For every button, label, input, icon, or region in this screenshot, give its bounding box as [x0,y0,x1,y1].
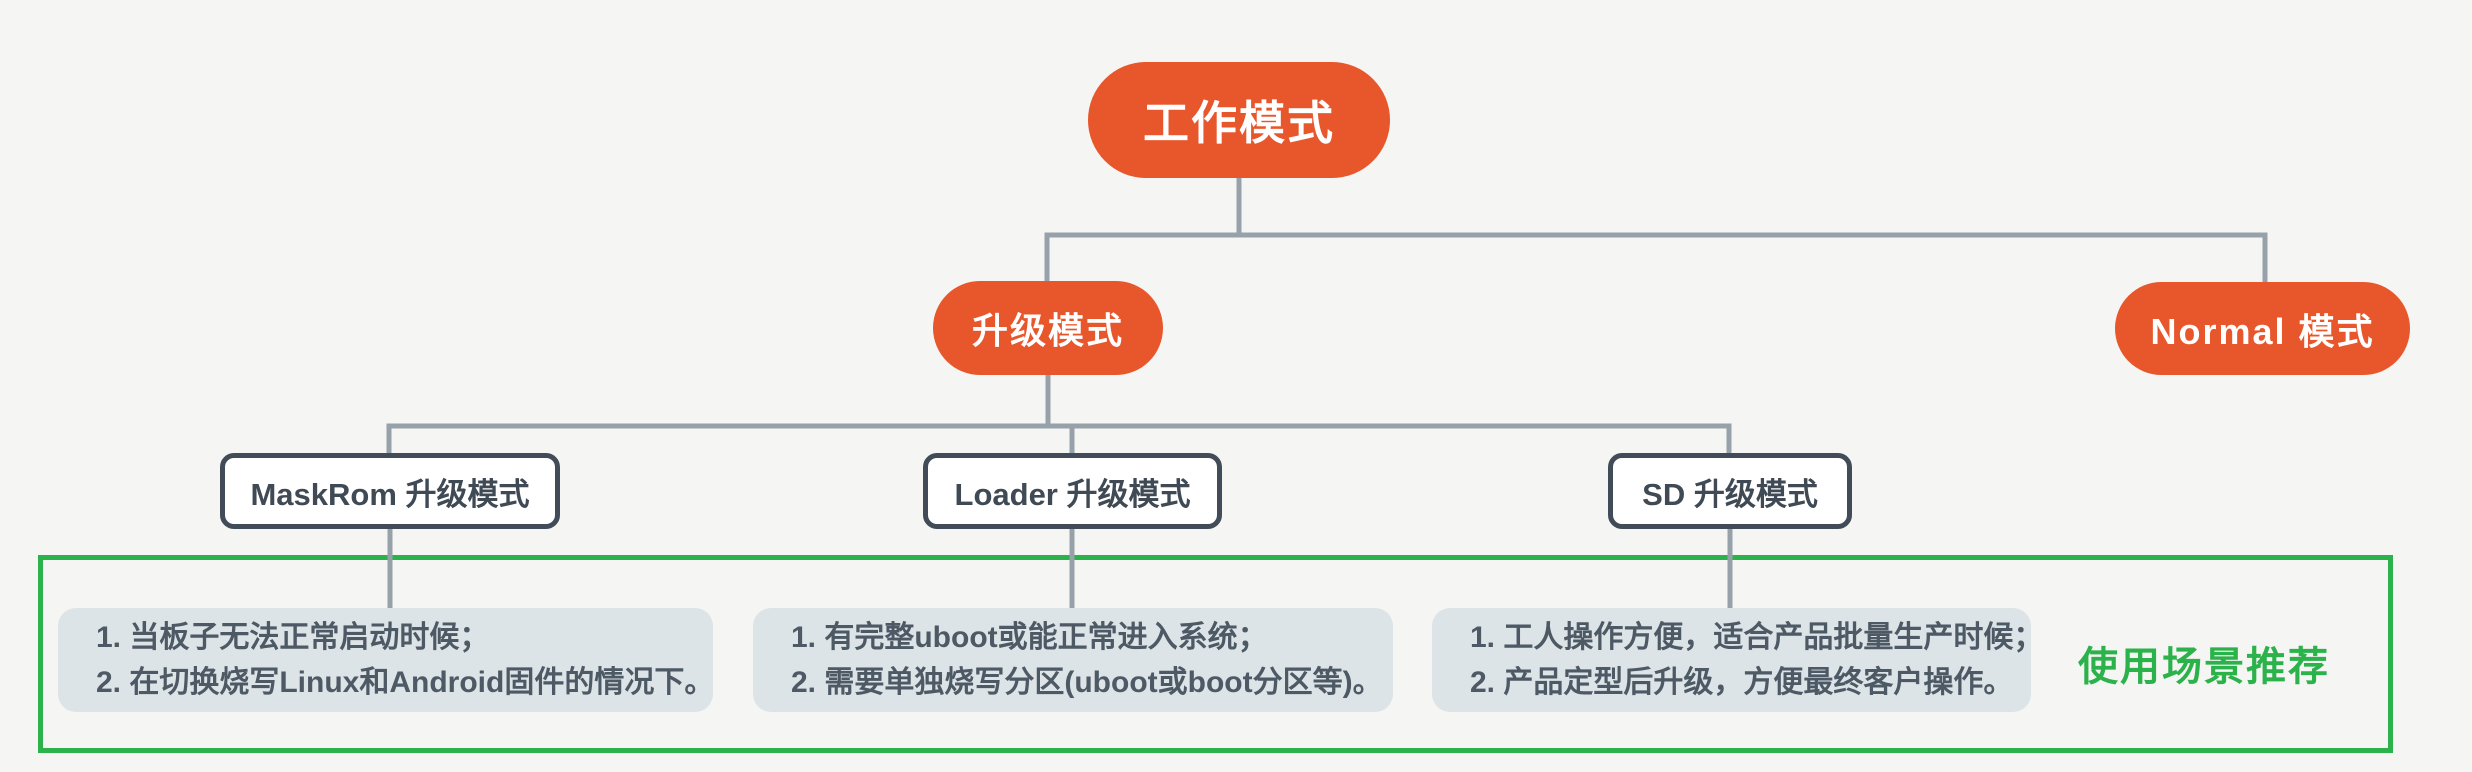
description-maskrom-line1: 1. 当板子无法正常启动时候； [96,621,490,654]
box-maskrom-upgrade-mode: MaskRom 升级模式 [220,453,560,529]
node-work-mode-label: 工作模式 [1143,97,1335,149]
box-loader-upgrade-mode: Loader 升级模式 [923,453,1222,529]
description-maskrom: 1. 当板子无法正常启动时候； 2. 在切换烧写Linux和Android固件的… [58,608,715,712]
description-loader-line2: 2. 需要单独烧写分区(uboot或boot分区等)。 [791,666,1383,699]
recommendation-label: 使用场景推荐 [2078,645,2330,689]
recommendation-frame [38,555,2393,753]
description-sd-line2: 2. 产品定型后升级，方便最终客户操作。 [1470,666,2014,699]
box-sd-label: SD 升级模式 [1642,476,1818,512]
connector-level2-bar [386,423,1732,453]
description-loader: 1. 有完整uboot或能正常进入系统； 2. 需要单独烧写分区(uboot或b… [753,608,1393,712]
node-upgrade-mode: 升级模式 [933,281,1163,375]
connector-level1-bar [1044,232,2268,282]
description-sd: 1. 工人操作方便，适合产品批量生产时候； 2. 产品定型后升级，方便最终客户操… [1432,608,2044,712]
description-loader-line1: 1. 有完整uboot或能正常进入系统； [791,621,1268,654]
box-loader-label: Loader 升级模式 [954,476,1191,512]
node-work-mode: 工作模式 [1088,62,1390,178]
node-normal-mode-label: Normal 模式 [2150,310,2375,352]
box-sd-upgrade-mode: SD 升级模式 [1608,453,1852,529]
description-sd-line1: 1. 工人操作方便，适合产品批量生产时候； [1470,621,2044,654]
node-upgrade-mode-label: 升级模式 [971,310,1124,351]
box-maskrom-label: MaskRom 升级模式 [250,476,530,512]
node-normal-mode: Normal 模式 [2115,282,2410,375]
description-maskrom-line2: 2. 在切换烧写Linux和Android固件的情况下。 [96,666,715,699]
